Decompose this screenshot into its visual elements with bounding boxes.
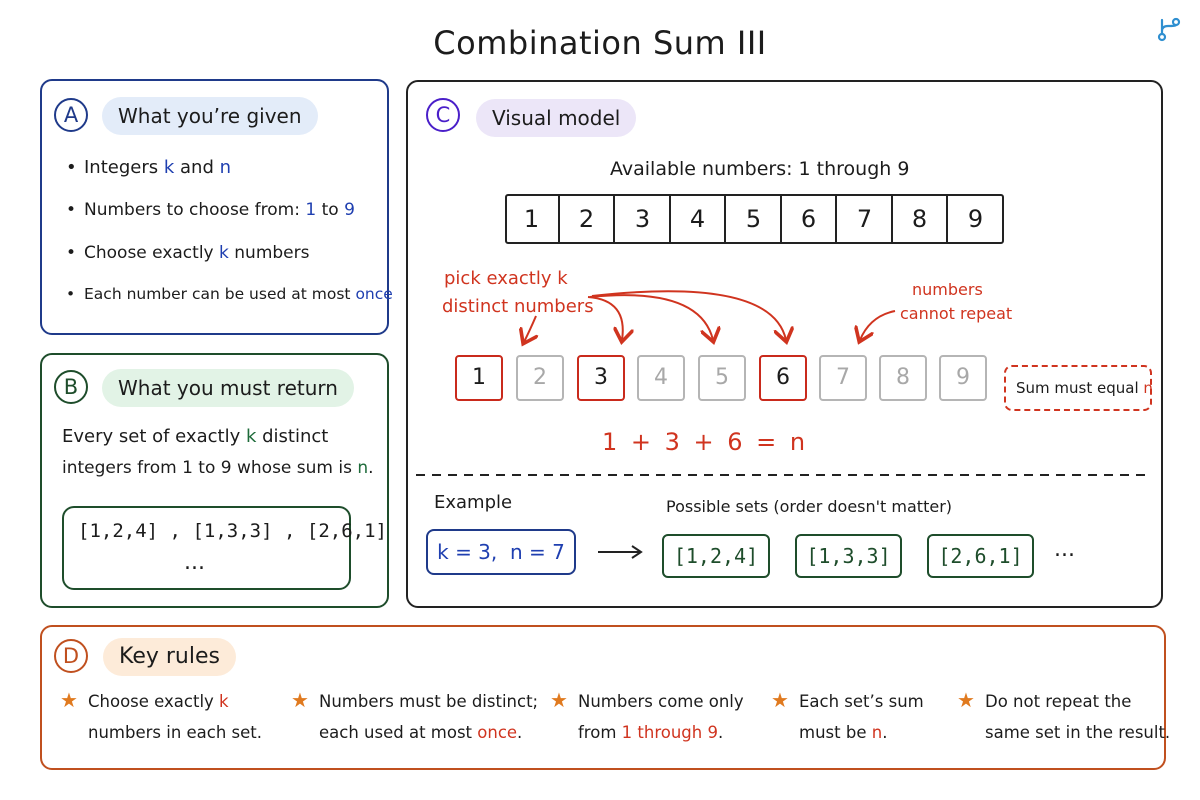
rule-4: Each set’s sum must be n.	[799, 692, 924, 742]
repeat-annotation-line-1: numbers	[912, 280, 983, 299]
pick-box: 8	[879, 355, 927, 401]
pick-box-selected: 3	[577, 355, 625, 401]
panel-d-heading: Key rules	[103, 638, 236, 676]
example-set: [1,2,4]	[662, 534, 770, 578]
number-cell: 2	[560, 196, 615, 242]
panel-b-letter: B	[54, 370, 88, 404]
given-bullet-3: Choose exactly k numbers	[66, 243, 310, 263]
number-cell: 4	[671, 196, 726, 242]
panel-a-heading: What you’re given	[102, 97, 318, 135]
pick-box: 4	[637, 355, 685, 401]
given-bullet-4: Each number can be used at most once	[66, 285, 393, 303]
page-title: Combination Sum III	[433, 24, 767, 62]
number-cell: 3	[616, 196, 671, 242]
example-set: [1,3,3]	[795, 534, 902, 578]
star-icon: ★	[550, 688, 568, 712]
number-cell: 6	[782, 196, 837, 242]
sum-rule-text: Sum must equal n	[1016, 379, 1153, 397]
number-cell: 5	[727, 196, 782, 242]
panel-a-letter: A	[54, 98, 88, 132]
pick-annotation-line-1: pick exactly k	[444, 268, 568, 289]
pick-box-selected: 1	[455, 355, 503, 401]
possible-sets-label: Possible sets (order doesn't matter)	[666, 497, 953, 516]
arrow-to-7	[860, 310, 896, 340]
panel-c-letter: C	[426, 98, 460, 132]
return-ellipsis: ...	[184, 550, 205, 575]
number-strip	[505, 194, 1004, 244]
arrow-to-3	[587, 296, 623, 340]
star-icon: ★	[771, 688, 789, 712]
pick-box-selected: 6	[759, 355, 807, 401]
pick-box: 2	[516, 355, 564, 401]
rule-3: Numbers come only from 1 through 9.	[578, 692, 744, 742]
panel-visual-model	[406, 80, 1163, 608]
return-line-1: Every set of exactly k distinct	[62, 426, 329, 447]
return-line-2: integers from 1 to 9 whose sum is n.	[62, 458, 374, 478]
pick-box: 5	[698, 355, 746, 401]
pick-box: 9	[939, 355, 987, 401]
panel-c-heading: Visual model	[476, 99, 637, 137]
available-label: Available numbers: 1 through 9	[610, 158, 910, 180]
example-arrow	[598, 545, 643, 559]
rule-2: Numbers must be distinct; each used at m…	[319, 692, 539, 742]
given-bullet-2: Numbers to choose from: 1 to 9	[66, 200, 355, 220]
return-sets: [1,2,4] , [1,3,3] , [2,6,1]	[78, 520, 387, 542]
branch-icon	[1157, 17, 1181, 42]
panel-key-rules	[40, 625, 1166, 770]
panel-d-letter: D	[54, 639, 88, 673]
example-label: Example	[434, 492, 513, 513]
star-icon: ★	[291, 688, 309, 712]
star-icon: ★	[957, 688, 975, 712]
number-cell: 1	[505, 196, 560, 242]
repeat-annotation-line-2: cannot repeat	[900, 304, 1013, 323]
panel-b-heading: What you must return	[102, 369, 354, 407]
return-sets-box	[62, 506, 351, 590]
example-input: k = 3, n = 7	[426, 529, 576, 575]
number-cell: 7	[838, 196, 893, 242]
star-icon: ★	[60, 688, 78, 712]
pick-box: 7	[819, 355, 867, 401]
arrow-to-6	[591, 290, 786, 340]
arrow-to-5	[589, 294, 713, 340]
example-ellipsis: ...	[1054, 537, 1075, 562]
number-cell: 8	[893, 196, 948, 242]
example-set: [2,6,1]	[927, 534, 1034, 578]
number-cell: 9	[967, 205, 984, 233]
panel-given	[40, 79, 389, 335]
sum-equation: 1 + 3 + 6 = n	[602, 428, 806, 456]
arrow-to-1	[524, 315, 536, 342]
panel-return	[40, 353, 389, 608]
rule-1: Choose exactly k numbers in each set.	[88, 692, 263, 742]
given-bullet-1: Integers k and n	[66, 157, 231, 178]
rule-5: Do not repeat the same set in the result…	[985, 692, 1171, 742]
pick-annotation-line-2: distinct numbers	[442, 296, 594, 317]
sum-rule-box	[1004, 365, 1152, 411]
